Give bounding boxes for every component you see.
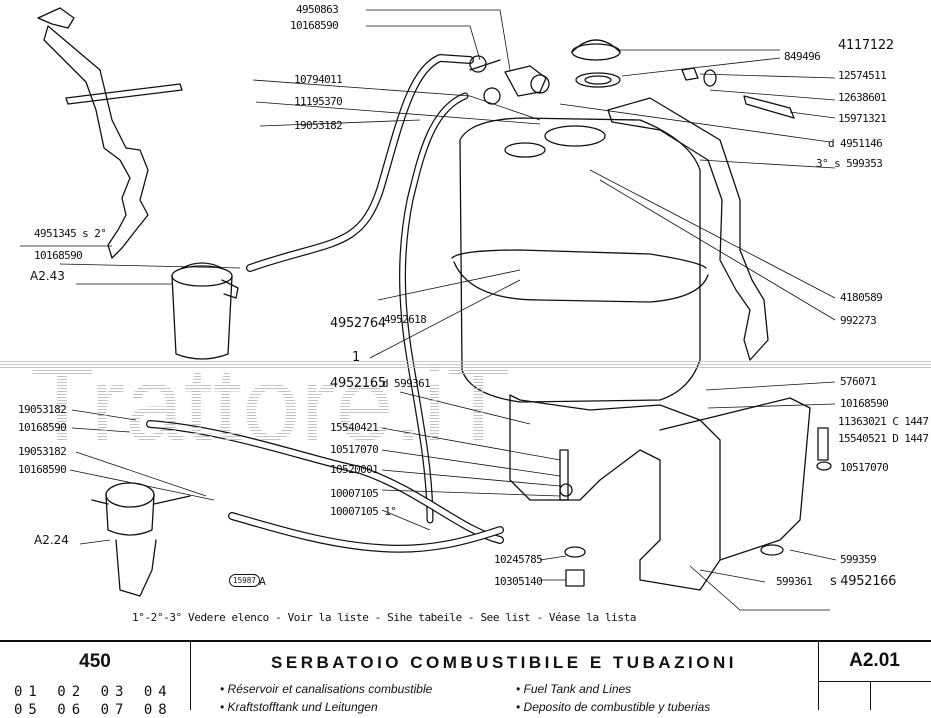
page-code-cell: A2.01 <box>818 642 931 710</box>
part-label: d 4951146 <box>828 137 883 150</box>
exploded-parts-diagram <box>20 7 837 611</box>
tap-valve <box>504 65 550 97</box>
ref-label: A2.24 <box>34 533 69 547</box>
drawing-ref-circle: 15987 <box>229 574 260 587</box>
part-label: 4950863 <box>296 3 339 16</box>
part-label: 10517070 <box>840 461 889 474</box>
title-cell: SERBATOIO COMBUSTIBILE E TUBAZIONI • Rés… <box>190 642 819 714</box>
footnote: 1°-2°-3° Vedere elenco - Voir la liste -… <box>132 611 637 624</box>
part-label: 10168590 <box>840 397 889 410</box>
fuel-hose-lower-1 <box>146 420 504 544</box>
tank-support-lower <box>509 394 811 591</box>
part-label: 10245785 <box>494 553 543 566</box>
title-es: • Deposito de combustible y tuberias <box>516 700 711 714</box>
fuel-filter-a243 <box>171 262 239 360</box>
part-label: 12574511 <box>838 69 887 82</box>
part-label: 10168590 <box>290 19 339 32</box>
part-label: 4180589 <box>840 291 883 304</box>
title-block: 450 01 02 03 04 05 06 07 08 SERBATOIO CO… <box>0 640 931 718</box>
part-label: 10517070 <box>330 443 379 456</box>
bolt-washer-right <box>760 427 832 556</box>
part-label: 4952618 <box>384 313 427 326</box>
part-label: 4951345 s 2° <box>34 227 107 240</box>
divider <box>818 681 931 682</box>
part-label: 992273 <box>840 314 877 327</box>
part-label: 4952165 <box>330 376 386 391</box>
filler-cap <box>571 39 621 88</box>
part-label: 849496 <box>784 50 821 63</box>
part-label: 10168590 <box>34 249 83 262</box>
part-label: 11195370 <box>294 95 343 108</box>
part-label: 4952764 <box>330 316 386 331</box>
tank-strap-right <box>607 97 769 361</box>
title-de: • Kraftstofftank und Leitungen <box>220 700 378 714</box>
page-code: A2.01 <box>849 650 900 671</box>
part-label: 599361 <box>776 575 813 588</box>
fuel-hose-upper <box>246 54 474 272</box>
part-label: 4117122 <box>838 38 894 53</box>
ref-label: A2.43 <box>30 269 65 283</box>
variant-codes: 05 06 07 08 <box>14 702 173 718</box>
model-cell: 450 01 02 03 04 05 06 07 08 <box>0 642 191 718</box>
part-label: d 599361 <box>382 377 431 390</box>
part-label: s 4952166 <box>830 574 897 589</box>
part-label: 10305140 <box>494 575 543 588</box>
part-label: 10168590 <box>18 421 67 434</box>
part-label: 1 <box>352 350 360 365</box>
fuel-tank <box>451 117 709 403</box>
part-label: 576071 <box>840 375 877 388</box>
title-fr: • Réservoir et canalisations combustible <box>220 682 433 696</box>
drain-plug <box>564 546 586 587</box>
model-number: 450 <box>79 651 111 672</box>
part-label: 10007105 <box>330 487 379 500</box>
divider <box>870 681 871 710</box>
part-label: 15971321 <box>838 112 887 125</box>
bolt-stud-lower <box>559 449 573 501</box>
fuel-pump-a224 <box>91 482 191 597</box>
hose-clamp-top <box>469 55 501 105</box>
part-label: 15540421 <box>330 421 379 434</box>
part-label: 19053182 <box>18 445 67 458</box>
part-label: 3° s 599353 <box>816 157 883 170</box>
part-label: 10794011 <box>294 73 343 86</box>
tank-strap-bracket-left <box>37 7 183 259</box>
part-label: 15540521 D 1447 <box>838 432 929 445</box>
part-label: 19053182 <box>18 403 67 416</box>
part-label: 11363021 C 1447 <box>838 415 929 428</box>
title-en: • Fuel Tank and Lines <box>516 682 632 696</box>
drawing-ref-letter: A <box>259 575 266 588</box>
part-label: 19053182 <box>294 119 343 132</box>
part-label: 599359 <box>840 553 877 566</box>
nut-washer-bolt <box>681 67 795 119</box>
variant-codes: 01 02 03 04 <box>14 684 173 700</box>
part-label: 10007105 1° <box>330 505 397 518</box>
part-label: 12638601 <box>838 91 887 104</box>
page-title: SERBATOIO COMBUSTIBILE E TUBAZIONI <box>271 653 737 672</box>
part-label: 10520001 <box>330 463 379 476</box>
part-label: 10168590 <box>18 463 67 476</box>
